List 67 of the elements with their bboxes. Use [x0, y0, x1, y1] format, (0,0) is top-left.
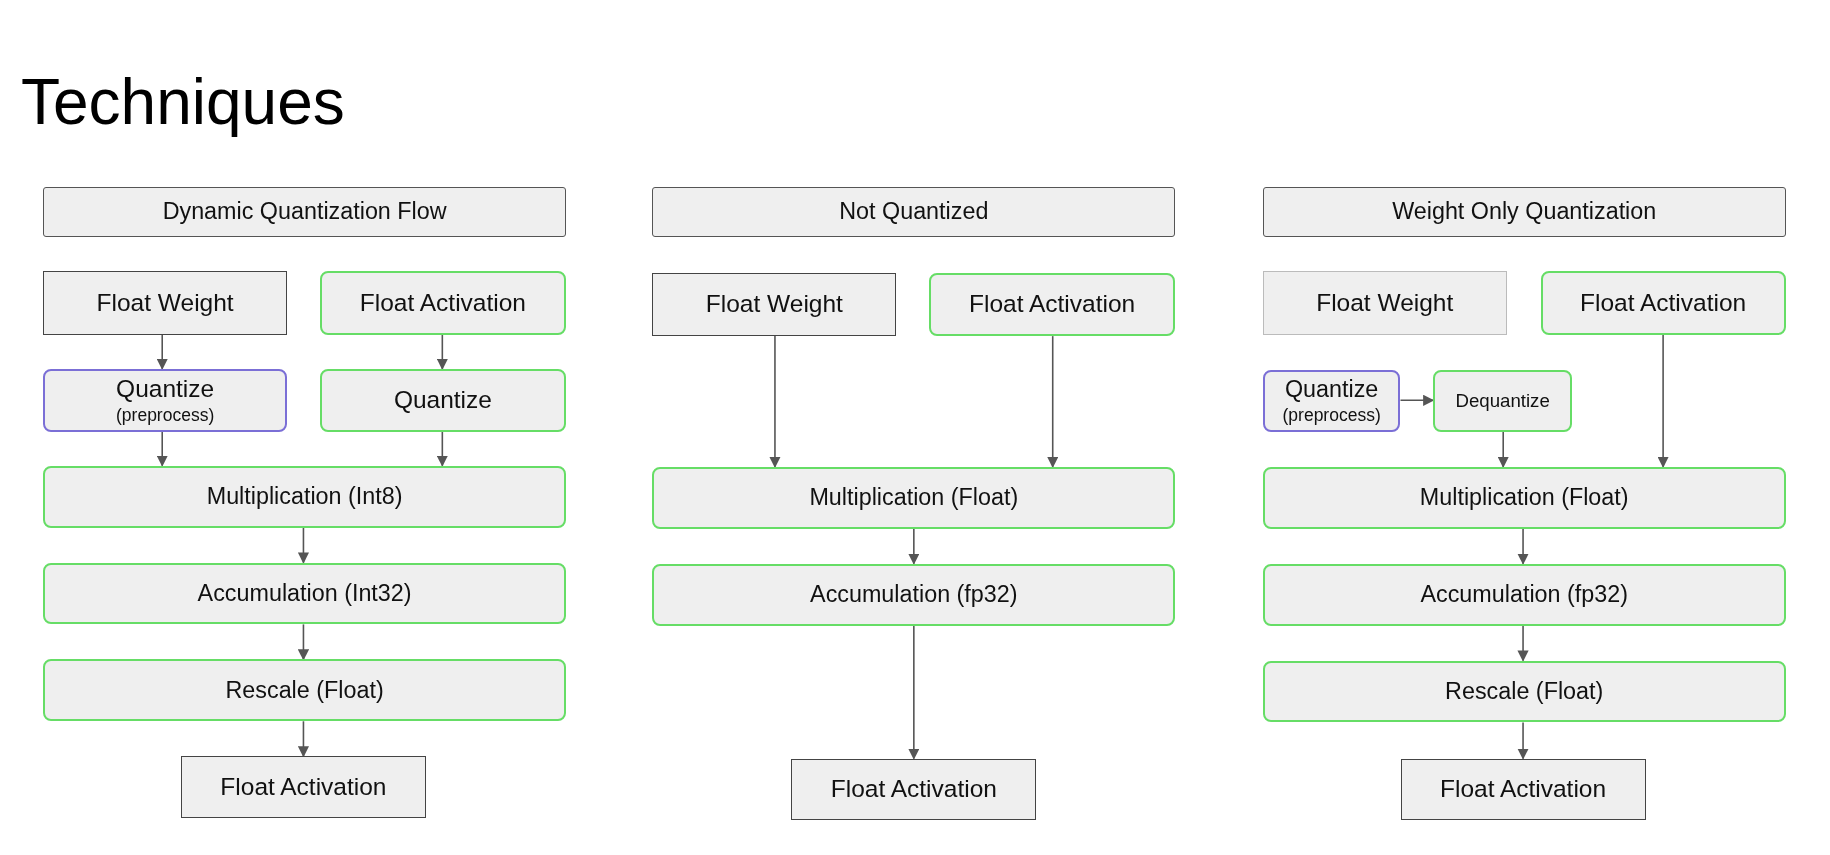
arrow	[436, 334, 448, 370]
box-label: Rescale (Float)	[1445, 676, 1604, 706]
arrow	[297, 720, 310, 758]
box-label: Quantize	[116, 374, 215, 405]
box-label: Float Weight	[96, 287, 234, 318]
arrow	[769, 335, 781, 468]
arrow	[156, 334, 168, 370]
data-box	[1262, 270, 1507, 335]
process-box	[652, 563, 1176, 626]
data-box	[43, 270, 288, 335]
box-label: Float Weight	[705, 289, 843, 320]
box-note: (preprocess)	[1282, 404, 1381, 427]
arrow	[1497, 431, 1509, 468]
box-label: Float Activation	[1439, 774, 1607, 805]
box-label: Rescale (Float)	[225, 675, 384, 705]
arrow	[1517, 624, 1529, 662]
process-box	[43, 659, 566, 722]
arrow	[908, 624, 920, 760]
box-label: Float Activation	[1580, 287, 1747, 318]
arrow	[297, 623, 310, 661]
box-label: Accumulation (fp32)	[810, 580, 1018, 610]
arrow	[908, 527, 920, 565]
section-header	[43, 186, 566, 237]
process-box	[43, 562, 566, 625]
process-box	[652, 466, 1176, 529]
process-box	[1540, 270, 1786, 335]
box-note: (preprocess)	[116, 404, 215, 427]
process-box	[43, 465, 566, 528]
arrow	[156, 431, 168, 467]
box-label: Float Activation	[220, 771, 387, 802]
process-box	[319, 270, 567, 335]
box-label: Float Weight	[1316, 287, 1454, 318]
section-header	[1262, 186, 1786, 237]
data-box	[652, 273, 897, 337]
box-label: Dequantize	[1455, 389, 1550, 413]
data-box	[1400, 758, 1646, 821]
box-label: Multiplication (Float)	[809, 483, 1019, 513]
arrow	[1517, 527, 1529, 565]
arrow	[436, 431, 448, 467]
box-label: Accumulation (fp32)	[1420, 580, 1628, 610]
box-label: Accumulation (Int32)	[197, 578, 412, 608]
box-label: Not Quantized	[839, 197, 989, 227]
process-box	[43, 368, 288, 432]
box-label: Quantize	[393, 385, 492, 415]
arrow	[1399, 394, 1435, 406]
process-box	[1262, 660, 1786, 723]
box-label: Weight Only Quantization	[1392, 197, 1657, 227]
arrow	[1047, 335, 1059, 468]
process-box	[319, 368, 567, 432]
box-label: Float Activation	[359, 287, 526, 318]
data-box	[180, 756, 426, 819]
box-label: Float Activation	[969, 289, 1136, 320]
arrow	[1657, 334, 1669, 468]
process-box	[929, 273, 1176, 337]
arrow	[1517, 721, 1529, 760]
box-label: Multiplication (Float)	[1419, 483, 1629, 513]
box-label: Multiplication (Int8)	[206, 482, 403, 511]
arrow	[297, 526, 310, 564]
data-box	[791, 758, 1037, 821]
process-box	[1433, 369, 1573, 432]
process-box	[1262, 466, 1786, 529]
section-header	[652, 186, 1176, 237]
process-box	[1262, 563, 1786, 626]
box-label: Dynamic Quantization Flow	[162, 197, 447, 227]
process-box	[1262, 369, 1401, 432]
box-label: Float Activation	[830, 774, 997, 805]
box-label: Quantize	[1284, 375, 1379, 405]
